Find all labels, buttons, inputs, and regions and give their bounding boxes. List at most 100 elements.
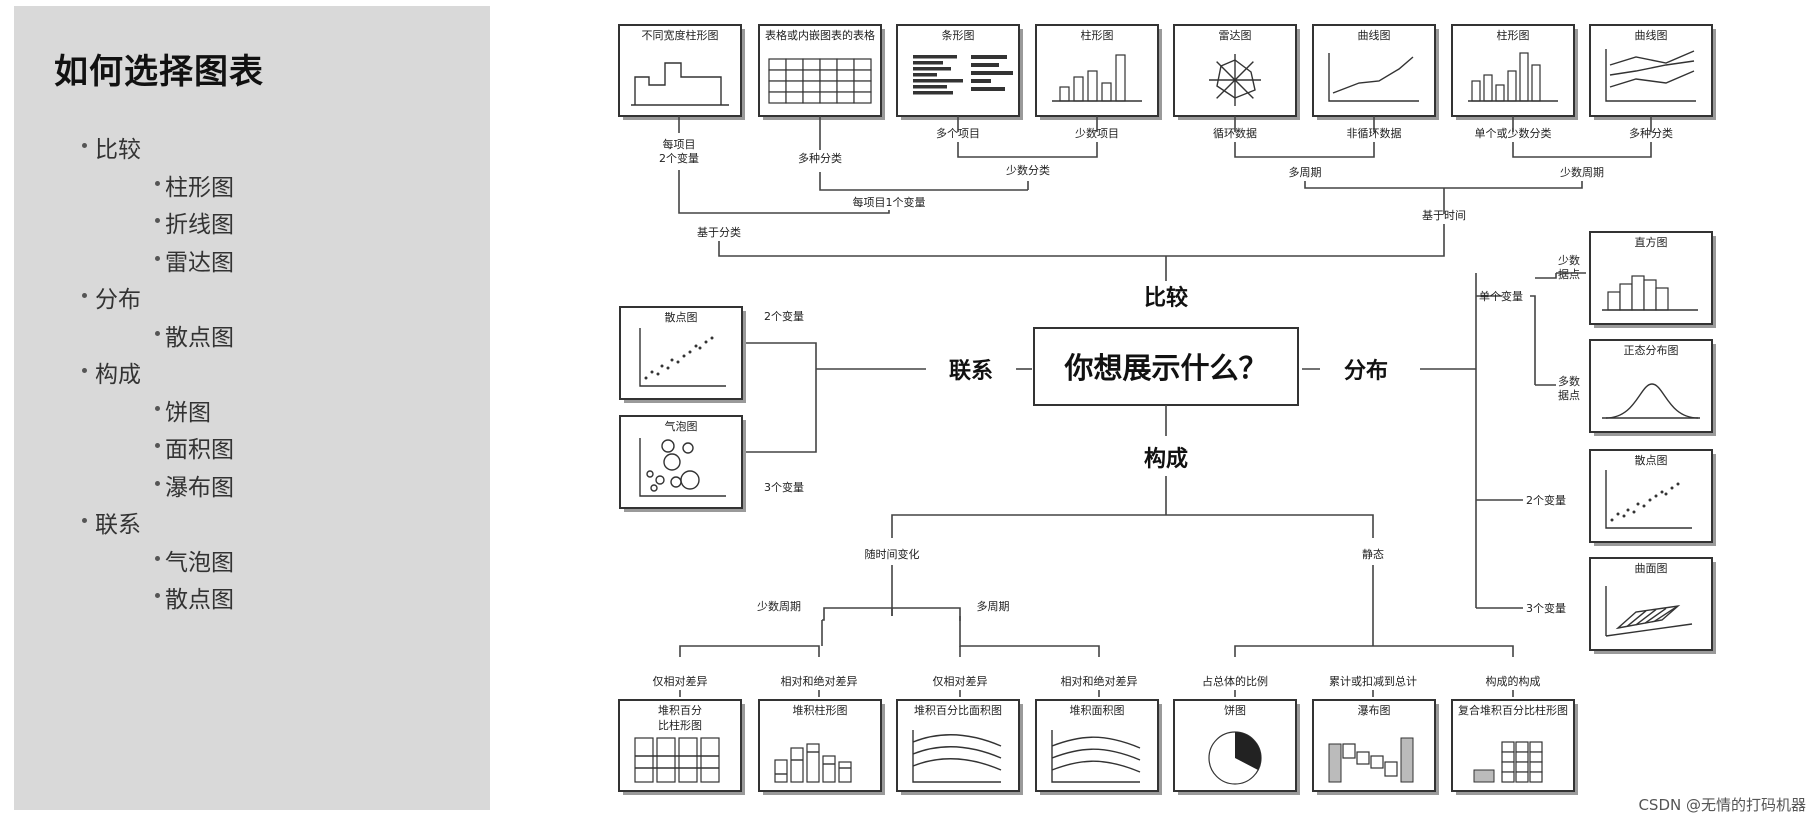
bullet-dot	[155, 330, 160, 336]
bullet-dot	[155, 405, 160, 411]
branch-label: 2个变量	[1526, 493, 1566, 507]
left-panel	[14, 6, 490, 810]
outline-chart-type: 散点图	[165, 324, 234, 351]
connector-line	[679, 645, 820, 657]
connector-line	[959, 616, 1100, 657]
distribution-chart-card: 直方图	[1589, 231, 1716, 328]
composition-chart-card: 饼图	[1173, 699, 1300, 795]
bullet-dot	[155, 593, 160, 598]
branch-label: 单个变量	[1479, 289, 1523, 303]
outline-chart-type: 折线图	[165, 212, 234, 238]
card-title: 堆积百分	[658, 704, 702, 717]
branch-label: 3个变量	[1526, 601, 1566, 615]
branch-label: 随时间变化	[865, 547, 920, 561]
connector-line	[957, 142, 1098, 158]
connector-line	[678, 170, 890, 214]
card-title: 饼图	[1224, 703, 1246, 717]
connector-line	[1234, 142, 1375, 158]
card-title: 复合堆积百分比柱形图	[1458, 703, 1568, 717]
branch-label: 多种分类	[798, 151, 842, 165]
relation-chart-card: 气泡图	[619, 415, 746, 512]
bullet-dot	[82, 143, 87, 148]
branch-label: 2个变量	[764, 309, 804, 323]
connector-line	[718, 224, 1445, 257]
card-title: 散点图	[665, 310, 698, 324]
compare-chart-card: 曲线图	[1312, 24, 1439, 120]
composition-chart-card: 堆积面积图	[1035, 699, 1162, 795]
connector-line	[822, 616, 825, 621]
branch-label: 多种分类	[1629, 126, 1673, 140]
outline-chart-type: 气泡图	[165, 549, 234, 576]
compare-chart-card: 不同宽度柱形图	[618, 24, 745, 120]
hub-relation: 联系	[949, 359, 993, 384]
relation-chart-card: 散点图	[619, 306, 746, 403]
compare-chart-card: 条形图	[896, 24, 1023, 120]
bullet-dot	[155, 555, 160, 561]
connector-line	[1234, 645, 1514, 657]
bullet-dot	[82, 368, 87, 373]
bullet-dot	[82, 293, 87, 298]
hub-composition: 构成	[1144, 446, 1188, 472]
card-title: 表格或内嵌图表的表格	[765, 28, 875, 42]
branch-label: 少数周期	[757, 600, 801, 613]
distribution-chart-card: 曲面图	[1589, 557, 1716, 654]
card-title: 堆积面积图	[1070, 704, 1125, 717]
outline-chart-type: 瀑布图	[165, 474, 234, 501]
compare-chart-card: 曲线图	[1589, 24, 1716, 120]
outline-chart-type: 散点图	[165, 587, 234, 613]
branch-label: 多个项目	[936, 126, 980, 140]
connector-line	[819, 172, 1028, 191]
branch-label: 多周期	[1289, 165, 1322, 179]
composition-chart-card: 堆积百分比面积图	[896, 699, 1023, 795]
connector-line	[1512, 142, 1652, 158]
bullet-dot	[155, 180, 160, 186]
center-question: 你想展示什么？	[1063, 351, 1267, 385]
card-title: 柱形图	[1497, 28, 1530, 42]
card-title: 雷达图	[1219, 29, 1252, 42]
branch-label: 构成的构成	[1486, 674, 1541, 688]
connector-line	[743, 342, 817, 453]
branch-label: 基于时间	[1422, 209, 1466, 222]
branch-label: 多周期	[977, 599, 1010, 613]
connector-line	[1304, 181, 1583, 189]
branch-label: 非循环数据	[1347, 126, 1402, 140]
card-title: 条形图	[942, 28, 975, 42]
card-title: 不同宽度柱形图	[642, 28, 719, 42]
branch-label: 3个变量	[764, 480, 804, 494]
panel-title: 如何选择图表	[54, 52, 264, 92]
bullet-dot	[155, 480, 160, 486]
distribution-chart-card: 正态分布图	[1589, 339, 1716, 436]
outline-chart-type: 面积图	[165, 437, 234, 463]
composition-chart-card: 瀑布图	[1312, 699, 1439, 795]
card-title: 瀑布图	[1358, 704, 1391, 717]
card-title: 曲线图	[1358, 28, 1391, 42]
branch-label: 仅相对差异	[653, 674, 708, 688]
outline-category: 分布	[95, 287, 141, 313]
branch-label: 累计或扣减到总计	[1329, 674, 1417, 688]
compare-chart-card: 雷达图	[1173, 24, 1300, 120]
branch-label: 占总体的比例	[1202, 674, 1268, 688]
outline-category: 构成	[95, 362, 141, 388]
composition-chart-card: 复合堆积百分比柱形图	[1451, 699, 1578, 795]
branch-label: 静态	[1362, 547, 1384, 561]
card-title: 散点图	[1635, 453, 1668, 467]
branch-label: 循环数据	[1213, 126, 1257, 140]
composition-chart-card: 堆积百分比柱形图	[618, 699, 745, 795]
branch-label: 据点	[1558, 267, 1580, 281]
compare-chart-card: 柱形图	[1451, 24, 1578, 120]
branch-label: 少数周期	[1560, 166, 1604, 179]
branch-label: 单个或少数分类	[1475, 126, 1552, 140]
branch-label: 2个变量	[659, 151, 699, 165]
compare-chart-card: 表格或内嵌图表的表格	[758, 24, 885, 120]
branch-label: 每项目	[663, 137, 696, 151]
connector-line	[1530, 295, 1536, 385]
card-title: 正态分布图	[1624, 344, 1679, 357]
branch-label: 少数项目	[1075, 127, 1119, 140]
outline-chart-type: 雷达图	[165, 249, 234, 276]
branch-label: 基于分类	[697, 225, 741, 239]
branch-label: 每项目1个变量	[853, 195, 926, 209]
card-title: 柱形图	[1081, 28, 1114, 42]
outline-category: 联系	[95, 512, 141, 538]
outline-chart-type: 柱形图	[165, 174, 234, 201]
